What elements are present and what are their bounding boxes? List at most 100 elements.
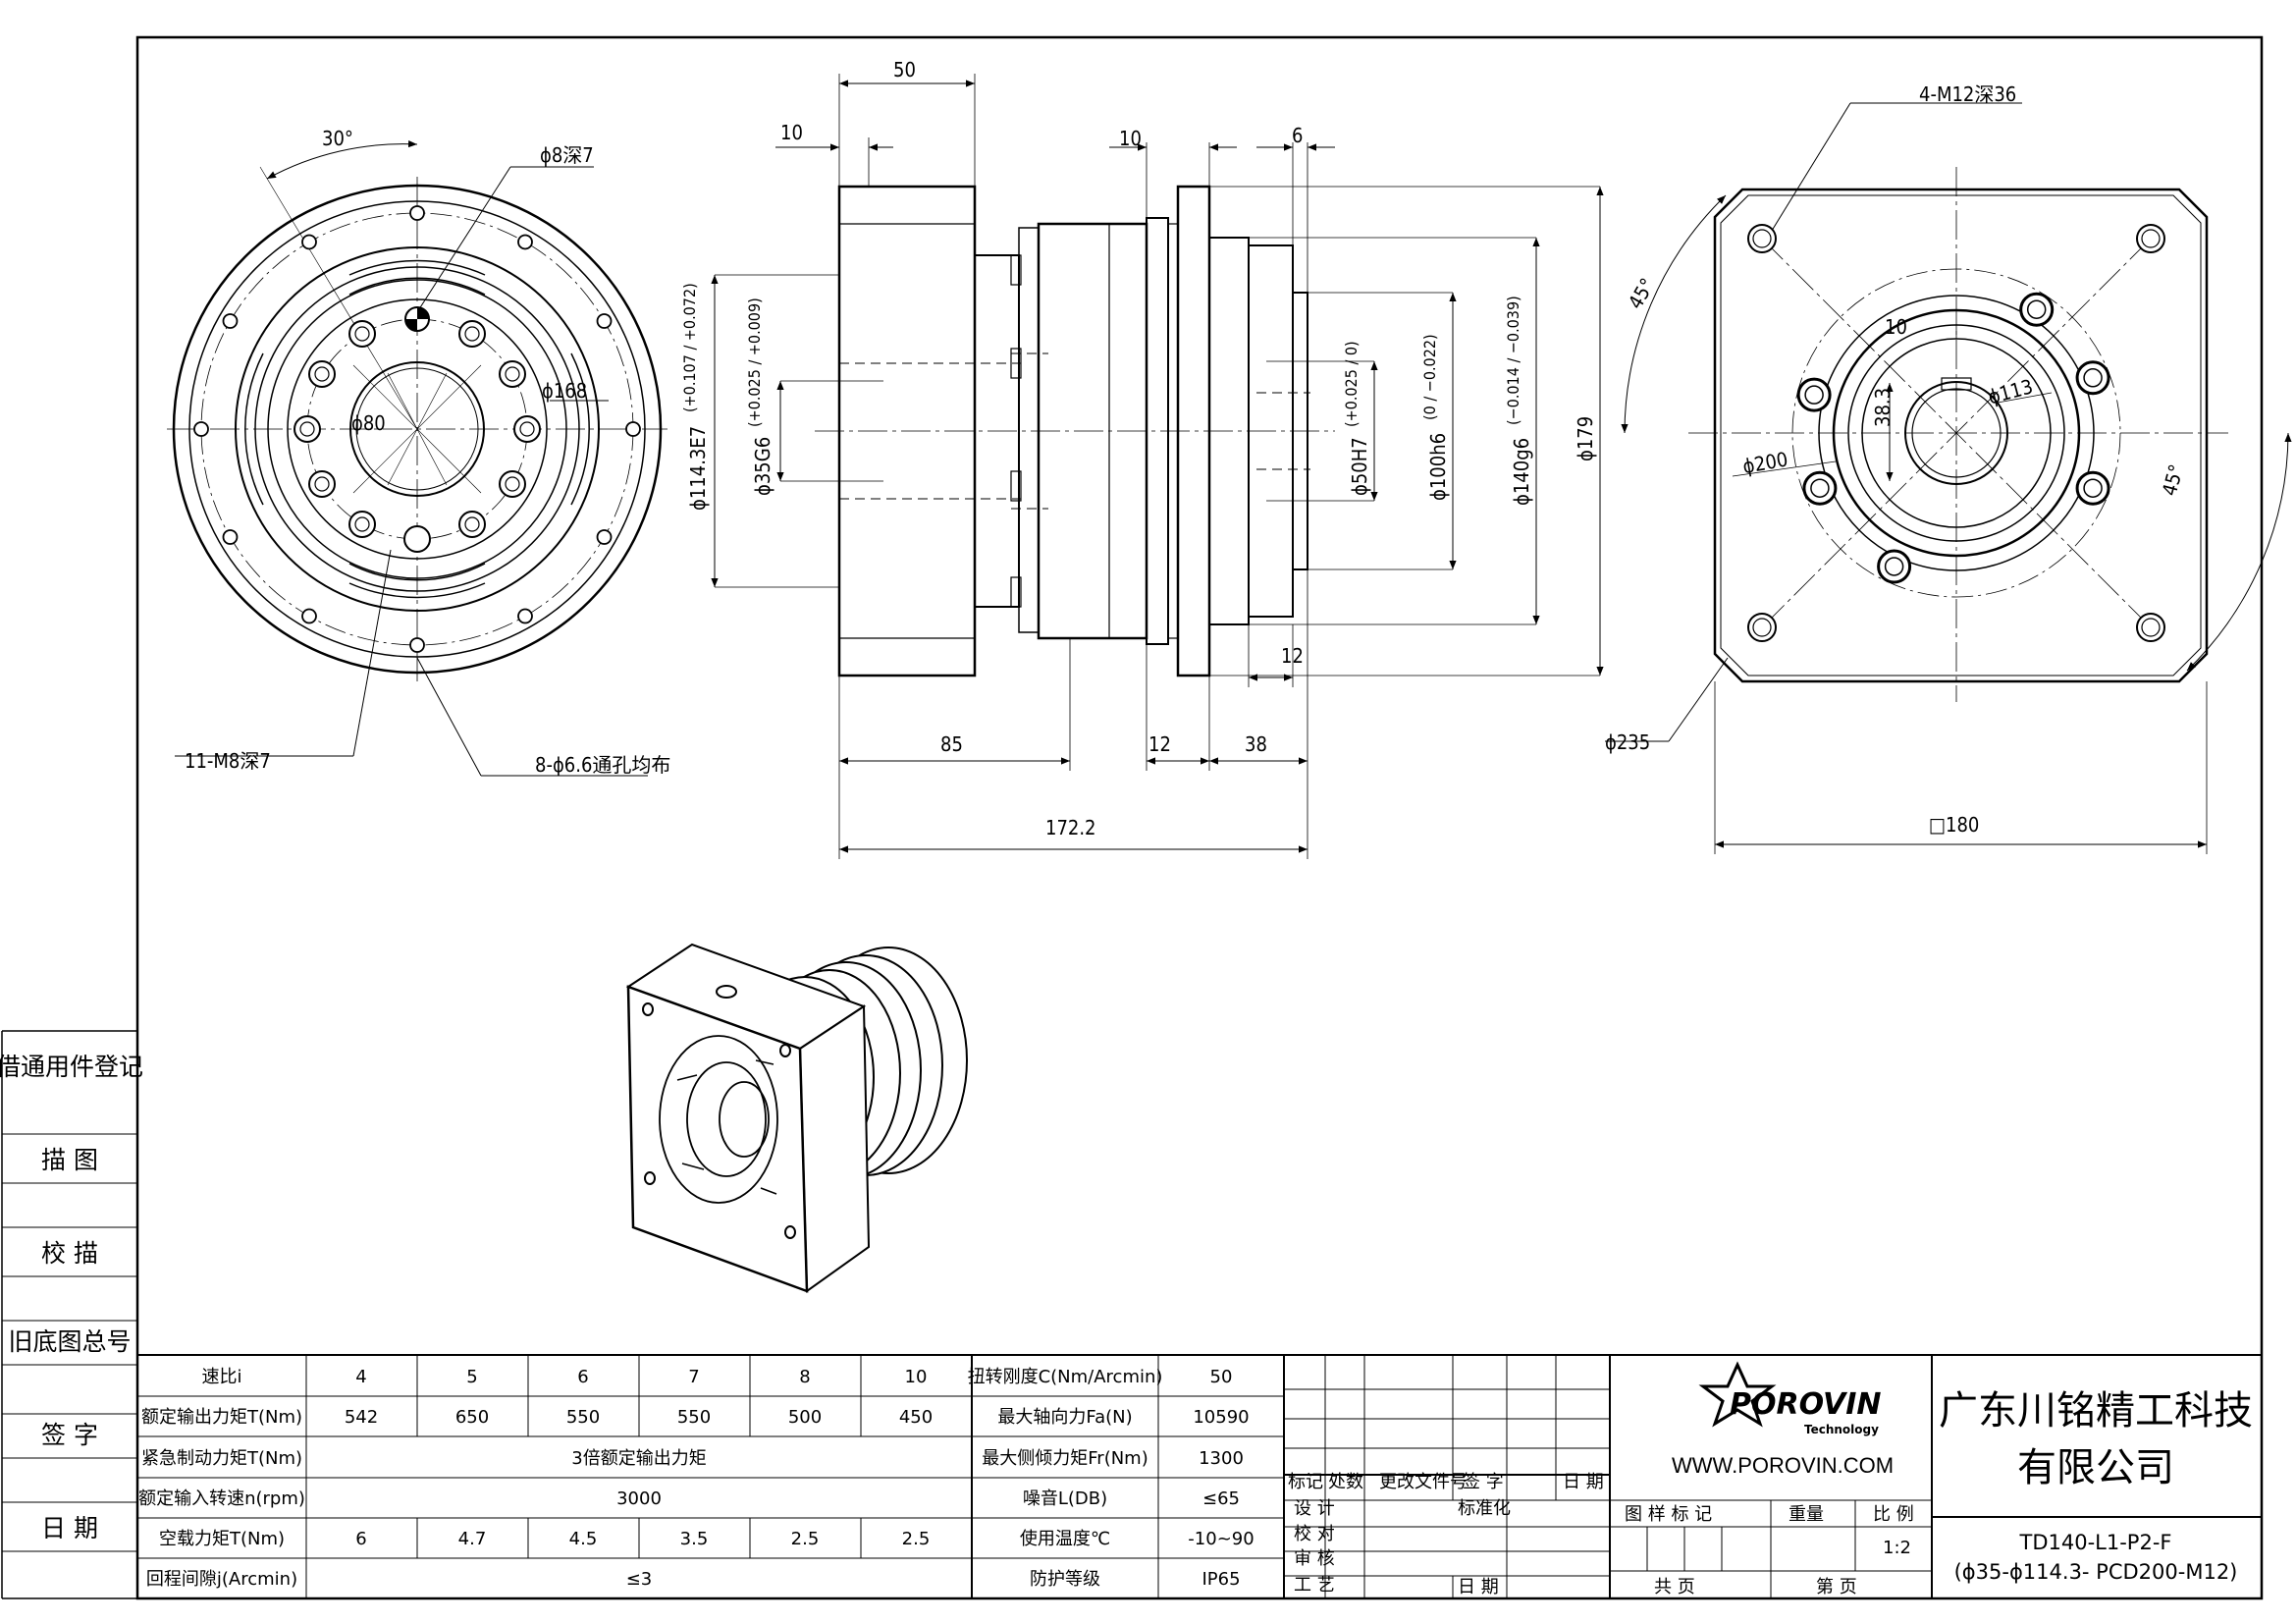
- drawing-number: TD140-L1-P2-F: [2019, 1531, 2172, 1554]
- bolt-head-socket: [1810, 478, 1830, 498]
- emergency-torque-cell: 3倍额定输出力矩: [571, 1448, 706, 1469]
- dim-10a: 10: [780, 121, 803, 144]
- inner-tap-hole-bore: [299, 421, 315, 437]
- dim-50: 50: [893, 58, 916, 81]
- label-design: 设 计: [1294, 1498, 1335, 1519]
- corner-mount-hole: [2136, 613, 2165, 642]
- company-logo: POROVIN Technology: [1698, 1361, 1882, 1436]
- dim-d113: ϕ113: [1986, 374, 2036, 408]
- dim-12b: 12: [1148, 732, 1171, 756]
- inner-tap-hole-bore: [464, 516, 480, 532]
- input-speed-cell: 3000: [616, 1488, 662, 1509]
- dim-45a: 45°: [1624, 274, 1660, 313]
- drawing-desc: (ϕ35-ϕ114.3- PCD200-M12): [1954, 1560, 2238, 1584]
- inner-tap-hole-bore: [314, 366, 330, 382]
- outer-holes: [193, 205, 641, 653]
- bolt-head: [1802, 470, 1838, 506]
- corner-mount-hole: [1747, 224, 1777, 253]
- inner-tap-hole-bore: [354, 516, 370, 532]
- no-load-cell: 6: [355, 1529, 366, 1549]
- dim-d200: ϕ200: [1740, 447, 1789, 478]
- label-check: 校 对: [1294, 1524, 1335, 1544]
- dim-tap-note: 11-M8深7: [185, 749, 271, 773]
- inner-tap-hole-bore: [464, 326, 480, 342]
- row-label: 额定输出力矩T(Nm): [141, 1407, 302, 1428]
- dim-d80: ϕ80: [351, 411, 386, 435]
- ratio-cell: 5: [466, 1367, 477, 1387]
- outer-bolt-hole: [596, 529, 613, 545]
- side-label: 描 图: [41, 1146, 98, 1174]
- label-standard: 标准化: [1458, 1498, 1511, 1519]
- logo-text: POROVIN: [1730, 1387, 1882, 1422]
- inner-tap-hole: [513, 415, 541, 443]
- spec-table-grid: [136, 1354, 1285, 1599]
- dim-10-key: 10: [1885, 315, 1907, 339]
- dim-d235: ϕ235: [1605, 730, 1650, 754]
- spec-label: 扭转刚度C(Nm/Arcmin): [968, 1367, 1163, 1387]
- bolt-head: [2075, 470, 2110, 506]
- rev-header: 签 字: [1463, 1472, 1504, 1492]
- website: WWW.POROVIN.COM: [1672, 1453, 1894, 1478]
- row-label: 回程间隙j(Arcmin): [146, 1569, 297, 1590]
- rated-torque-cell: 550: [677, 1407, 711, 1428]
- spec-label: 最大轴向力Fa(N): [997, 1407, 1132, 1428]
- rated-torque-cell: 450: [899, 1407, 933, 1428]
- inner-tap-hole: [348, 510, 376, 538]
- top-dowel-hole: [404, 306, 430, 332]
- right-view: [1605, 102, 2292, 854]
- dim-d114-tol: (+0.107 / +0.072): [680, 283, 699, 412]
- sheet-frame: [1, 35, 2264, 1600]
- spec-table: 速比i额定输出力矩T(Nm)紧急制动力矩T(Nm)额定输入转速n(rpm)空载力…: [138, 1367, 1255, 1590]
- inner-tap-hole: [458, 510, 486, 538]
- rated-torque-cell: 542: [345, 1407, 378, 1428]
- bolt-head: [2019, 292, 2055, 327]
- company-name-line2: 有限公司: [2017, 1445, 2174, 1490]
- rev-header: 日 期: [1563, 1472, 1604, 1492]
- mounting-holes: [1747, 224, 2165, 642]
- inner-tap-hole-bore: [505, 366, 520, 382]
- inner-tap-hole: [308, 360, 337, 388]
- spec-label: 最大侧倾力矩Fr(Nm): [982, 1448, 1148, 1469]
- rated-torque-cell: 550: [566, 1407, 600, 1428]
- no-load-cell: 4.7: [458, 1529, 487, 1549]
- isometric-view: [625, 943, 968, 1293]
- bolt-head-socket: [2083, 478, 2103, 498]
- label-scale: 比 例: [1873, 1504, 1914, 1525]
- side-label: 借通用件登记: [0, 1053, 143, 1081]
- side-label: 日 期: [41, 1514, 98, 1542]
- ratio-cell: 6: [577, 1367, 588, 1387]
- dim-10b: 10: [1119, 127, 1142, 150]
- ratio-cell: 4: [355, 1367, 366, 1387]
- corner-mount-hole-thread: [1752, 229, 1772, 248]
- logo-sub: Technology: [1804, 1423, 1879, 1436]
- outer-bolt-hole: [517, 234, 533, 250]
- label-date: 日 期: [1458, 1577, 1499, 1597]
- outer-bolt-hole: [625, 421, 641, 437]
- inner-tap-hole-bore: [314, 476, 330, 492]
- dim-45b: 45°: [2158, 461, 2188, 498]
- dim-d50h-tol: (+0.025 / 0): [1342, 341, 1361, 427]
- label-audit: 审 核: [1294, 1548, 1335, 1569]
- spec-value: ≤65: [1202, 1488, 1240, 1509]
- dim-d140-tol: (−0.014 / −0.039): [1504, 296, 1522, 425]
- label-total: 共 页: [1654, 1577, 1695, 1597]
- dim-85: 85: [940, 732, 963, 756]
- inner-tap-hole: [294, 415, 321, 443]
- bolt-head: [1877, 549, 1912, 584]
- left-view: [167, 139, 667, 777]
- dim-38-3: 38.3: [1871, 388, 1895, 427]
- corner-mount-hole-thread: [2141, 618, 2161, 637]
- side-labels: 借通用件登记 描 图 校 描 旧底图总号 签 字 日 期: [0, 1053, 143, 1542]
- no-load-cell: 3.5: [680, 1529, 709, 1549]
- scale-value: 1:2: [1883, 1538, 1911, 1558]
- label-sheet: 第 页: [1816, 1577, 1857, 1597]
- dim-d35-tol: (+0.025 / +0.009): [745, 298, 764, 427]
- title-block-text: 标记 处数 更改文件号 签 字 日 期 设 计 校 对 审 核 工 艺 标准化 …: [1288, 1388, 2253, 1597]
- inner-tap-hole: [403, 525, 431, 553]
- side-view: [711, 74, 1604, 859]
- inner-holes: [294, 320, 541, 553]
- dim-38: 38: [1245, 732, 1267, 756]
- ratio-cell: 7: [688, 1367, 699, 1387]
- dim-d100: ϕ100h6: [1426, 433, 1450, 501]
- row-label: 额定输入转速n(rpm): [138, 1488, 305, 1509]
